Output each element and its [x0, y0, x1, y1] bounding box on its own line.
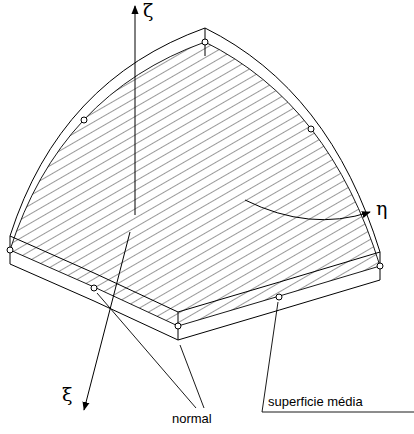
element-node: [7, 247, 13, 253]
xi-axis: [84, 232, 130, 410]
callout-label: superficie média: [268, 395, 363, 409]
element-node: [81, 117, 87, 123]
element-node: [202, 39, 208, 45]
eta-axis: [245, 200, 370, 220]
axis-label: η: [376, 198, 387, 219]
top-surface: [10, 28, 380, 312]
leader-line: [97, 293, 196, 408]
element-node: [91, 285, 97, 291]
element-node: [276, 294, 282, 300]
axis-label: ξ: [62, 384, 72, 405]
shell-outline: [10, 28, 380, 340]
mid-surface: [10, 42, 380, 326]
leaders: [97, 293, 414, 412]
element-node: [308, 126, 314, 132]
leader-line: [262, 412, 414, 413]
element-node: [377, 263, 383, 269]
axis-label: ζ: [143, 0, 153, 21]
leader-line: [180, 345, 204, 408]
element-node: [175, 323, 181, 329]
element-nodes: [7, 39, 383, 329]
axes: [84, 6, 370, 410]
zeta-axis: [135, 6, 136, 215]
callout-label: normal: [172, 412, 212, 426]
